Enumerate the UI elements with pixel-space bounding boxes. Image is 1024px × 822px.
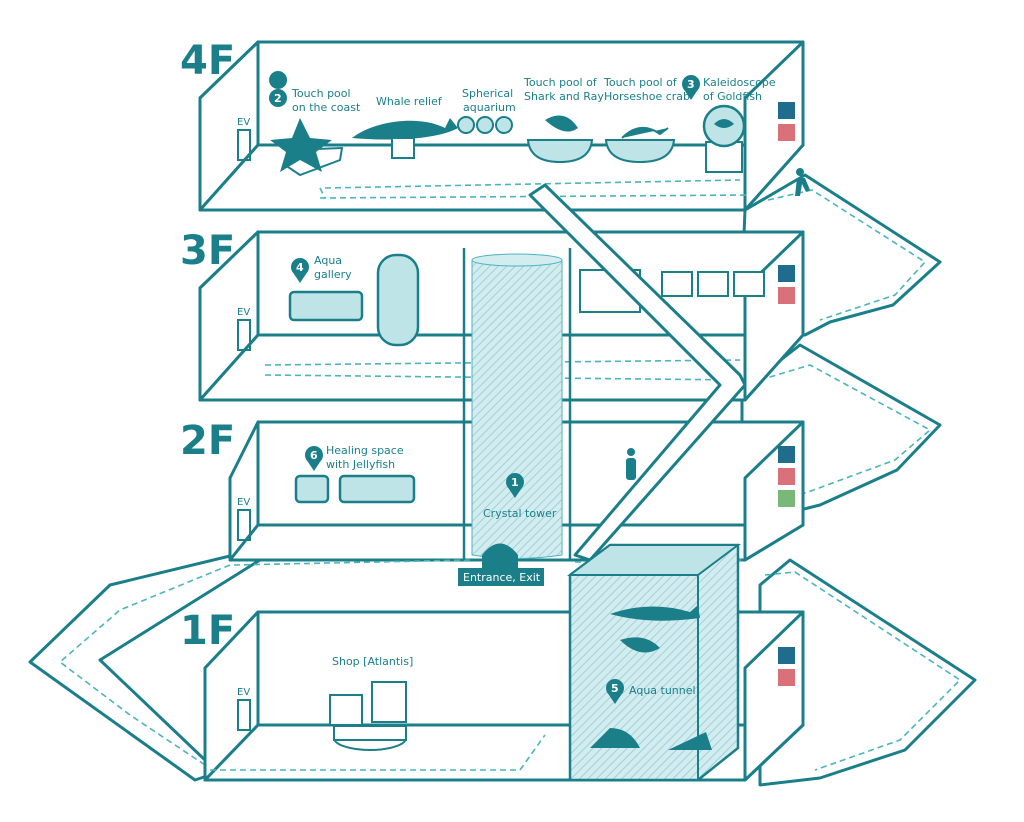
label-horseshoe-1: Touch pool of <box>603 76 678 89</box>
restroom-men-icon <box>778 647 795 664</box>
label-spherical-1: Spherical <box>462 87 513 100</box>
label-entrance-exit: Entrance, Exit <box>463 571 541 584</box>
svg-text:1: 1 <box>511 476 519 489</box>
exhibit-aqua-gallery <box>288 290 364 322</box>
exhibit-jellyfish-large <box>338 474 416 504</box>
restrooms-2f <box>778 446 795 507</box>
restrooms-3f <box>778 265 795 304</box>
label-aqua-gallery-1: Aqua <box>314 254 342 267</box>
elevator-label-3f: EV <box>237 307 250 318</box>
exhibit-spherical <box>457 116 513 134</box>
restroom-men-icon <box>778 446 795 463</box>
label-crystal-tower: Crystal tower <box>483 507 557 520</box>
svg-text:4: 4 <box>296 261 304 274</box>
floor-label-4f: 4F <box>180 38 235 84</box>
label-shark-ray-2: Shark and Ray <box>524 90 604 103</box>
floor-label-3f: 3F <box>180 228 235 274</box>
pin-1: 1 <box>506 473 524 498</box>
label-shop: Shop [Atlantis] <box>332 655 413 668</box>
exhibit-crystal-tower <box>462 248 572 560</box>
restroom-women-icon <box>778 468 795 485</box>
pin-6: 6 <box>305 446 323 471</box>
elevator-icon <box>237 509 251 541</box>
ramp-2f-1f <box>758 558 977 787</box>
entrance-exit[interactable]: Entrance, Exit <box>458 543 544 587</box>
elevator-label-4f: EV <box>237 117 250 128</box>
restroom-women-icon <box>778 669 795 686</box>
label-horseshoe-2: Horseshoe crab <box>604 90 690 103</box>
exhibit-horseshoe <box>604 127 676 164</box>
exhibit-whale-relief <box>352 118 458 159</box>
accessible-restroom-icon <box>778 490 795 507</box>
label-whale-relief: Whale relief <box>376 95 443 108</box>
elevator-icon <box>237 699 251 731</box>
exhibit-aqua-tunnel <box>567 543 741 782</box>
restroom-men-icon <box>778 102 795 119</box>
label-aqua-tunnel: Aqua tunnel <box>629 684 696 697</box>
restrooms-4f <box>778 102 795 141</box>
exhibit-aqua-cylinder <box>376 253 420 347</box>
elevator-label-2f: EV <box>237 497 250 508</box>
exhibit-kaleidoscope <box>702 104 746 173</box>
restroom-men-icon <box>778 265 795 282</box>
exhibit-shop <box>329 681 407 751</box>
label-touch-coast-1: Touch pool <box>291 87 351 100</box>
restroom-women-icon <box>778 124 795 141</box>
floor-label-2f: 2F <box>180 418 235 464</box>
person-icon <box>626 448 636 480</box>
exhibit-jellyfish-small <box>294 474 330 504</box>
svg-text:5: 5 <box>611 682 619 695</box>
escalator-ramp <box>528 183 747 562</box>
svg-text:2: 2 <box>274 92 282 105</box>
restrooms-1f <box>778 647 795 686</box>
label-shark-ray-1: Touch pool of <box>523 76 598 89</box>
label-healing-2: with Jellyfish <box>326 458 395 471</box>
pin-4: 4 <box>291 258 309 283</box>
elevator-label-1f: EV <box>237 687 250 698</box>
floor-4f <box>198 40 805 212</box>
label-touch-coast-2: on the coast <box>292 101 361 114</box>
floor-label-1f: 1F <box>180 608 235 654</box>
exhibit-shark-ray <box>526 115 594 164</box>
svg-text:6: 6 <box>310 449 318 462</box>
exhibit-touch-coast <box>270 118 344 177</box>
svg-text:3: 3 <box>687 78 695 91</box>
pin-5: 5 <box>606 679 624 704</box>
pin-3: 3 <box>682 75 700 100</box>
label-kaleidoscope-1: Kaleidoscope <box>703 76 776 89</box>
label-aqua-gallery-2: gallery <box>314 268 352 281</box>
label-spherical-2: aquarium <box>463 101 516 114</box>
walking-person-icon <box>795 168 810 196</box>
label-healing-1: Healing space <box>326 444 404 457</box>
elevator-icon <box>237 129 251 161</box>
label-kaleidoscope-2: of Goldfish <box>703 90 762 103</box>
restroom-women-icon <box>778 287 795 304</box>
elevator-icon <box>237 319 251 351</box>
pin-2: 2 <box>269 71 288 111</box>
